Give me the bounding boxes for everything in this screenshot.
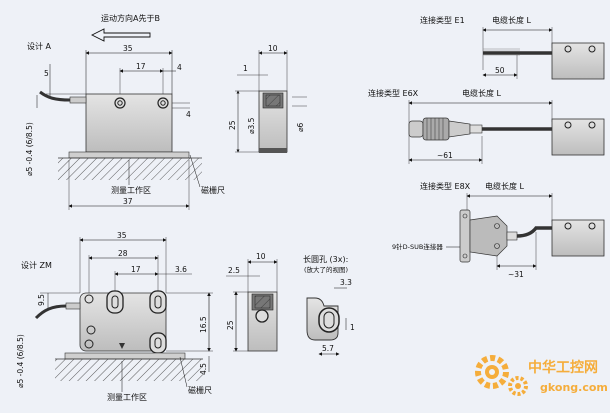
dim-1-top: 1 — [243, 64, 248, 73]
dim-35-bottom: 35 — [117, 231, 127, 240]
slot-hole-detail-icon — [318, 307, 340, 333]
e8x-label: 连接类型 E8X — [420, 181, 471, 191]
e8x-cable — [516, 226, 552, 238]
measure-area-bottom: 测量工作区 — [107, 392, 147, 402]
dim-cable-dia-top: ⌀5 -0.4 (6/8.5) — [25, 122, 34, 176]
e8x-dsub-connector-icon — [459, 209, 518, 263]
e1-cable-length: 电缆长度 L — [492, 15, 532, 25]
dim-6-dia: ⌀6 — [296, 122, 305, 132]
dim-17-top: 17 — [136, 62, 146, 71]
dim-5-7-bottom: 5.7 — [322, 344, 334, 353]
e6x-connector-icon — [408, 117, 483, 141]
dim-1-bottom: 1 — [350, 323, 355, 332]
dim-9-5-bottom: 9.5 — [37, 294, 46, 306]
dim-4a-top: 4 — [177, 63, 182, 72]
e8x-connector-label: 9针D-SUB连接器 — [392, 242, 443, 251]
magnetic-scale-a — [68, 151, 190, 159]
dim-16-5-bottom: 16.5 — [199, 316, 208, 333]
watermark-url: gkong.com — [540, 381, 608, 394]
dim-3-5-dia: ⌀3.5 — [247, 117, 256, 134]
e1-label: 连接类型 E1 — [420, 15, 465, 25]
design-a-view: 运动方向A先于B 设计 A 35 17 4 4 5 ⌀5 -0.4 ( — [25, 13, 307, 210]
design-zm-label: 设计 ZM — [21, 260, 52, 270]
dim-35-top: 35 — [123, 44, 133, 53]
dim-4b-top: 4 — [186, 110, 191, 119]
dim-4-5-bottom: 4.5 — [199, 363, 208, 375]
dim-3-6-bottom: 3.6 — [175, 265, 187, 274]
gear-icon — [475, 355, 509, 389]
scale-label-top: 磁栅尺 — [201, 185, 225, 195]
e6x-dim-61: ~61 — [437, 151, 453, 160]
slot-hole-icon — [149, 332, 167, 354]
gear-small-icon — [508, 376, 528, 396]
e1-dim-50: 50 — [495, 66, 505, 75]
motion-arrow-icon — [90, 28, 151, 42]
motion-direction-label: 运动方向A先于B — [101, 13, 160, 23]
design-a-label: 设计 A — [27, 41, 52, 51]
slot-detail-title: 长圆孔 (3x): — [303, 254, 348, 264]
screw-hole-icon — [114, 97, 126, 109]
dim-5-top: 5 — [44, 69, 49, 78]
e1-sensor — [551, 42, 605, 80]
design-zm-view: 设计 ZM 35 28 17 3.6 9.5 — [16, 231, 355, 402]
e8x-sensor — [551, 219, 605, 257]
e6x-label: 连接类型 E6X — [368, 88, 419, 98]
screw-hole-icon — [157, 97, 169, 109]
measure-area-top: 测量工作区 — [111, 185, 151, 195]
connection-types: 连接类型 E1 电缆长度 L 50 连接类型 E6X 电缆长度 L — [368, 15, 605, 279]
dim-25-bottom: 25 — [226, 320, 235, 330]
dim-10-bottom: 10 — [256, 252, 266, 261]
dim-17-bottom: 17 — [131, 265, 141, 274]
watermark-logo: 中华工控网 gkong.com — [475, 355, 608, 396]
dim-3-3-bottom: 3.3 — [340, 278, 352, 287]
e8x-cable-length: 电缆长度 L — [485, 181, 525, 191]
dim-cable-dia-bottom: ⌀5 -0.4 (6/8.5) — [16, 334, 25, 388]
dim-2-5-bottom: 2.5 — [228, 266, 240, 275]
dim-37-top: 37 — [123, 197, 133, 206]
scale-label-bottom: 磁栅尺 — [188, 385, 212, 395]
dim-25-top: 25 — [228, 120, 237, 130]
e6x-cable-length: 电缆长度 L — [462, 88, 502, 98]
magnetic-scale-zm — [64, 352, 186, 360]
dim-10-top: 10 — [268, 44, 278, 53]
e8x-dim-31: ~31 — [508, 270, 524, 279]
slot-detail-subtitle: (放大了的视图) — [304, 265, 348, 274]
slot-hole-icon — [149, 290, 167, 314]
sensor-body-zm — [79, 292, 167, 352]
slot-hole-icon — [106, 290, 124, 314]
watermark-brand: 中华工控网 — [528, 359, 598, 376]
e6x-sensor — [551, 118, 605, 156]
dim-28-bottom: 28 — [118, 249, 128, 258]
